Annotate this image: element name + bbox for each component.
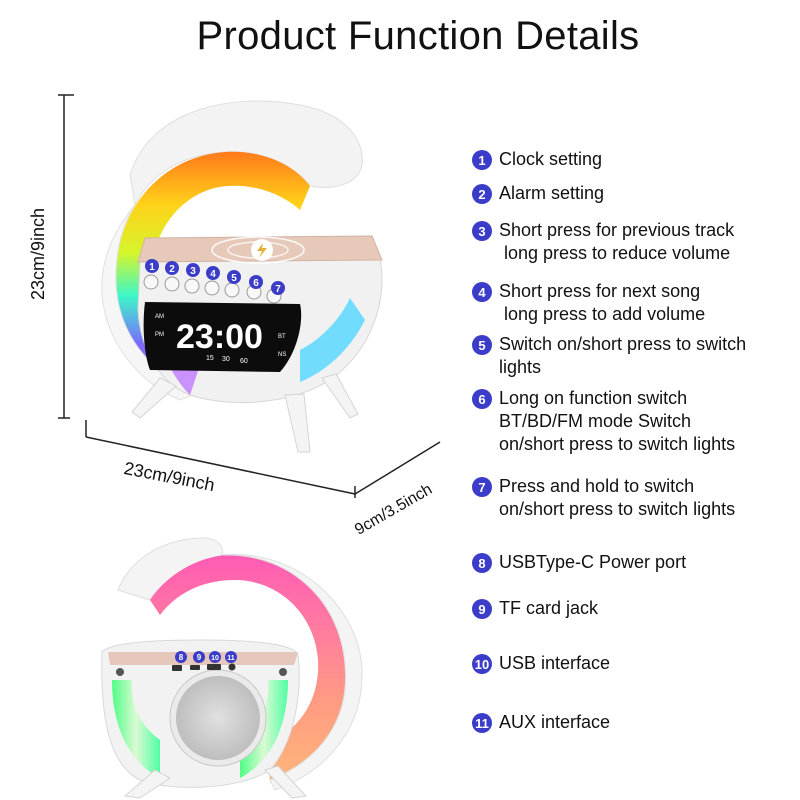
height-dimension-line <box>58 94 74 419</box>
feature-item-9: 9 TF card jack <box>472 597 598 620</box>
feature-item-10: 10 USB interface <box>472 652 610 675</box>
front-product-view: 1 2 3 4 5 6 7 23:00 AM PM BT NS 15 30 60 <box>101 100 383 453</box>
front-button-badges: 1 2 3 4 5 6 7 <box>145 259 285 295</box>
front-badge-4: 4 <box>210 269 216 280</box>
display-bt: BT <box>278 334 286 340</box>
led-display <box>143 302 302 372</box>
back-badge-9: 9 <box>197 653 202 662</box>
feature-badge-3: 3 <box>472 221 492 241</box>
speaker-grille <box>176 676 260 760</box>
page-title: Product Function Details <box>196 14 640 58</box>
front-badge-7: 7 <box>275 284 281 295</box>
feature-item-3: 3 Short press for previous track long pr… <box>472 219 734 265</box>
feature-badge-11: 11 <box>472 713 492 733</box>
back-product-view: 8 9 10 11 <box>101 537 363 799</box>
display-ns: NS <box>278 352 286 358</box>
back-badge-8: 8 <box>179 653 184 662</box>
feature-text-1: Clock setting <box>499 149 603 169</box>
feature-badge-10: 10 <box>472 654 492 674</box>
feature-badge-9: 9 <box>472 599 492 619</box>
feature-badge-2: 2 <box>472 184 492 204</box>
width-dimension-line <box>85 420 356 498</box>
feature-item-4: 4 Short press for next song long press t… <box>472 280 705 326</box>
feature-badge-4: 4 <box>472 282 492 302</box>
feature-badge-7: 7 <box>472 477 492 497</box>
back-badge-10: 10 <box>211 655 219 662</box>
display-am: AM <box>155 314 164 320</box>
front-badge-5: 5 <box>231 273 237 284</box>
back-badge-11: 11 <box>227 655 235 662</box>
feature-badge-8: 8 <box>472 553 492 573</box>
feature-text-8: USBType-C Power port <box>499 552 687 572</box>
feature-text-10: USB interface <box>499 653 611 673</box>
feature-text-11: AUX interface <box>499 712 611 732</box>
front-badge-6: 6 <box>253 278 259 289</box>
display-tick-15: 15 <box>206 355 214 362</box>
feature-text-3: Short press for previous track long pres… <box>499 220 735 263</box>
feature-item-1: 1 Clock setting <box>472 148 602 171</box>
feature-badge-6: 6 <box>472 389 492 409</box>
display-tick-30: 30 <box>222 356 230 363</box>
display-time: 23:00 <box>176 318 263 356</box>
depth-dimension-line <box>354 441 441 495</box>
feature-badge-5: 5 <box>472 335 492 355</box>
feature-item-11: 11 AUX interface <box>472 711 610 734</box>
display-pm: PM <box>155 332 164 338</box>
back-port-badges: 8 9 10 11 <box>175 651 237 663</box>
feature-text-4: Short press for next song long press to … <box>499 281 706 324</box>
front-badge-1: 1 <box>149 262 155 273</box>
display-tick-60: 60 <box>240 358 248 365</box>
feature-item-8: 8 USBType-C Power port <box>472 551 686 574</box>
front-badge-2: 2 <box>169 264 175 275</box>
feature-text-2: Alarm setting <box>499 183 605 203</box>
front-badge-3: 3 <box>190 266 196 277</box>
feature-badge-1: 1 <box>472 150 492 170</box>
feature-text-9: TF card jack <box>499 598 599 618</box>
feature-item-2: 2 Alarm setting <box>472 182 604 205</box>
